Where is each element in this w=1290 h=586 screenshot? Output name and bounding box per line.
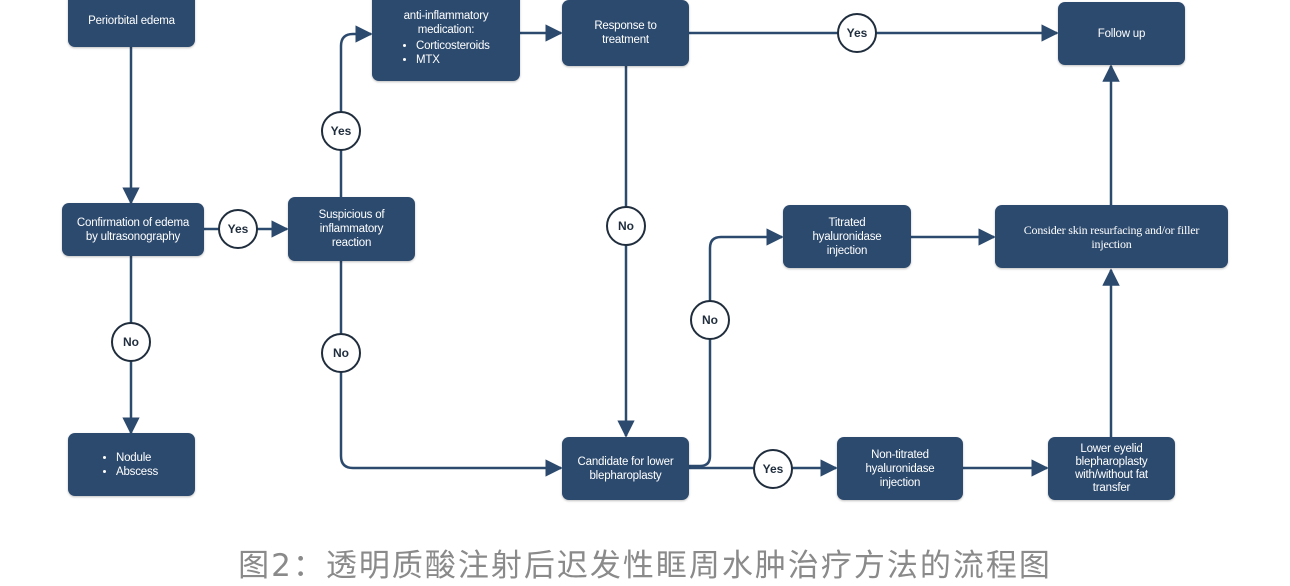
medication-list: Corticosteroids MTX [400,39,490,67]
arrow-candidate-to-titrated [689,228,784,468]
decision-yes-suspicious-to-medication: Yes [321,111,361,151]
arrow-suspicious-to-medication [339,25,373,197]
node-skin-resurfacing-filler: Consider skin resurfacing and/or filler … [995,205,1228,268]
complication-list: Nodule Abscess [100,451,158,479]
complication-item: Abscess [116,465,158,479]
node-nodule-abscess: Nodule Abscess [68,433,195,496]
decision-yes-candidate-to-nontitrated: Yes [753,449,793,489]
node-titrated-hyaluronidase: Titrated hyaluronidase injection [783,205,911,268]
decision-no-candidate-to-titrated: No [690,300,730,340]
arrow-suspicious-to-candidate [339,261,563,477]
decision-yes-confirmation-to-suspicious: Yes [218,209,258,249]
medication-item: Corticosteroids [416,39,490,53]
node-response-to-treatment: Response to treatment [562,0,689,66]
figure-caption: 图2：透明质酸注射后迟发性眶周水肿治疗方法的流程图 [238,548,1052,584]
node-periorbital-edema: Periorbital edema [68,0,195,47]
decision-no-response-to-candidate: No [606,206,646,246]
decision-no-suspicious-to-candidate: No [321,333,361,373]
decision-yes-response-to-followup: Yes [837,13,877,53]
node-confirmation-of-edema: Confirmation of edema by ultrasonography [62,203,204,256]
node-anti-inflammatory-medication: anti-inflammatory medication: Corticoste… [372,0,520,81]
node-follow-up: Follow up [1058,2,1185,65]
medication-item: MTX [416,53,490,67]
node-candidate-lower-blepharoplasty: Candidate for lower blepharoplasty [562,437,689,500]
decision-no-confirmation-to-nodule: No [111,322,151,362]
complication-item: Nodule [116,451,158,465]
node-suspicious-inflammatory-reaction: Suspicious of inflammatory reaction [288,197,415,261]
node-non-titrated-hyaluronidase: Non-titrated hyaluronidase injection [837,437,963,500]
node-lower-eyelid-blepharoplasty: Lower eyelid blepharoplasty with/without… [1048,437,1175,500]
